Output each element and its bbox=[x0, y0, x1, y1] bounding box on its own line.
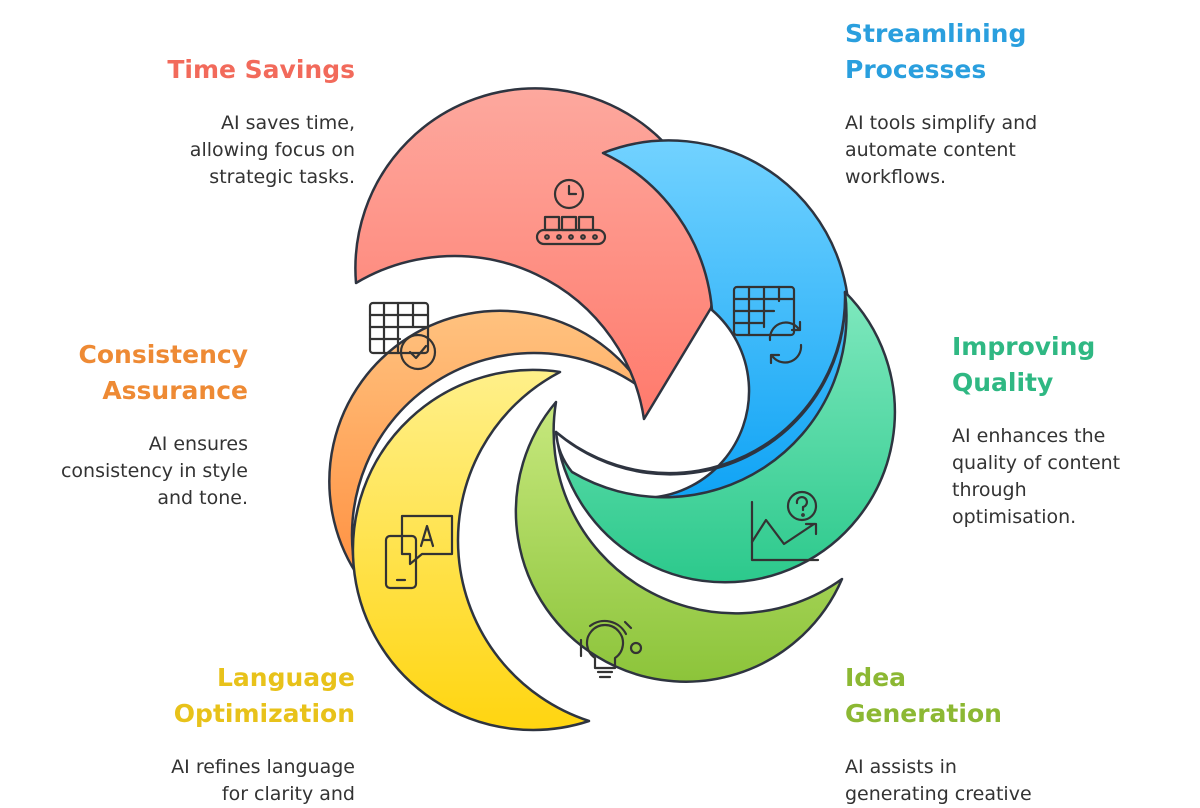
idea-generation-title: Idea Generation bbox=[845, 663, 1002, 728]
streamlining-processes-description: AI tools simplify and automate content w… bbox=[845, 112, 1038, 188]
time-savings-title: Time Savings bbox=[167, 55, 355, 84]
language-optimization-label: Language Optimization AI refines languag… bbox=[35, 660, 355, 808]
phone-chat-icon bbox=[384, 514, 454, 590]
consistency-assurance-description: AI ensures consistency in style and tone… bbox=[60, 433, 248, 509]
streamlining-processes-title: Streamlining Processes bbox=[845, 19, 1027, 84]
time-savings-label: Time Savings AI saves time, allowing foc… bbox=[35, 52, 355, 191]
chart-question-icon bbox=[750, 490, 820, 562]
segment-language-optimization bbox=[351, 368, 591, 732]
streamlining-processes-label: Streamlining Processes AI tools simplify… bbox=[845, 16, 1175, 191]
time-savings-description: AI saves time, allowing focus on strateg… bbox=[189, 112, 355, 188]
improving-quality-description: AI enhances the quality of content throu… bbox=[952, 425, 1121, 528]
improving-quality-label: Improving Quality AI enhances the qualit… bbox=[952, 329, 1192, 531]
lightbulb-icon bbox=[579, 619, 643, 679]
language-optimization-title: Language Optimization bbox=[173, 663, 355, 728]
table-refresh-icon bbox=[732, 285, 803, 365]
consistency-assurance-title: Consistency Assurance bbox=[78, 340, 248, 405]
segment-improving-quality-fill bbox=[554, 290, 897, 584]
segment-idea-generation bbox=[514, 400, 844, 683]
table-check-icon bbox=[368, 301, 437, 371]
idea-generation-label: Idea Generation AI assists in generating… bbox=[845, 660, 1175, 808]
segment-consistency-assurance bbox=[328, 309, 646, 575]
improving-quality-title: Improving Quality bbox=[952, 332, 1096, 397]
conveyor-clock-icon bbox=[535, 178, 607, 246]
consistency-assurance-label: Consistency Assurance AI ensures consist… bbox=[8, 337, 248, 512]
